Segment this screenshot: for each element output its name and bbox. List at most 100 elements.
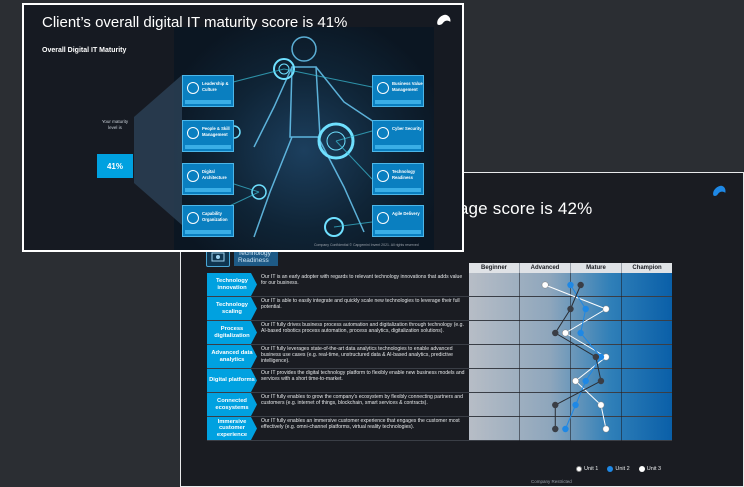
dimension-progress — [375, 188, 421, 192]
row-label: Technology scaling — [207, 297, 257, 320]
row-description: Our IT is an early adopter with regards … — [261, 274, 463, 287]
dimension-card: Technology Readiness — [372, 163, 424, 195]
unit2-score-point — [582, 377, 589, 385]
column-divider — [570, 273, 571, 441]
dimension-icon — [187, 82, 199, 94]
row-description: Our IT fully drives business process aut… — [261, 322, 464, 335]
unit3-score-point — [597, 377, 605, 385]
row-description: Our IT fully leverages state-of-the-art … — [261, 346, 453, 365]
legend: Unit 1 Unit 2 Unit 3 — [576, 466, 661, 472]
dimension-progress — [375, 100, 421, 104]
unit1-score-point — [561, 329, 569, 337]
unit2-score-point — [572, 401, 579, 409]
column-divider — [519, 273, 520, 441]
unit3-score-point — [592, 353, 600, 361]
dimension-label: Business Value Management — [392, 81, 423, 92]
dimension-label: Agile Delivery — [392, 211, 420, 216]
legend-unit1-marker-icon — [576, 466, 582, 472]
legend-item: Unit 1 — [576, 466, 598, 472]
maturity-score: 41% — [97, 154, 133, 178]
dimension-card: Agile Delivery — [372, 205, 424, 237]
row-label: Process digitalization — [207, 321, 257, 344]
slide-overall-maturity: Client’s overall digital IT maturity sco… — [22, 3, 464, 252]
legend-label: Unit 1 — [584, 466, 599, 472]
unit1-score-point — [597, 401, 605, 409]
slide-title: Client’s overall digital IT maturity sco… — [42, 14, 348, 31]
unit1-score-point — [541, 281, 549, 289]
dimension-icon — [377, 170, 389, 182]
column-header: Mature — [571, 263, 622, 273]
dimension-icon — [377, 212, 389, 224]
slide-title: rage score is 42% — [453, 199, 593, 218]
technology-readiness-icon — [206, 247, 230, 267]
unit1-score-point — [602, 425, 610, 433]
row-description: Our IT is able to easily integrate and q… — [261, 298, 460, 311]
brand-logo-icon — [713, 185, 726, 196]
row-label: Immersive customer experience — [207, 417, 257, 440]
legend-unit2-marker-icon — [607, 466, 614, 472]
footer-restricted: Company Restricted — [531, 479, 572, 484]
unit2-score-point — [567, 281, 574, 289]
unit2-score-point — [562, 425, 569, 433]
unit2-score-point — [597, 353, 605, 361]
unit3-score-point — [577, 281, 584, 289]
maturity-level-label: Your maturity level is — [101, 119, 129, 130]
dimension-card: Digital Architecture — [182, 163, 234, 195]
unit3-score-point — [567, 305, 574, 313]
dimension-card: People & Skill Management — [182, 120, 234, 152]
row-description: Our IT provides the digital technology p… — [261, 370, 465, 383]
funnel-shape — [134, 75, 182, 225]
unit3-score-point — [552, 425, 559, 433]
legend-label: Unit 2 — [615, 466, 630, 472]
unit2-score-point — [582, 305, 589, 313]
dimension-icon — [377, 82, 389, 94]
dimension-card: Cyber Security — [372, 120, 424, 152]
maturity-column-headers: Beginner Advanced Mature Champion — [469, 263, 672, 273]
dimension-label: People & Skill Management — [202, 126, 230, 137]
column-header: Champion — [632, 265, 662, 271]
slide-footer: Company Confidential © Capgemini Invent … — [314, 243, 419, 247]
dimension-progress — [185, 230, 231, 234]
dimension-icon — [187, 127, 199, 139]
dimension-icon — [187, 170, 199, 182]
row-label: Advanced data analytics — [207, 345, 257, 368]
dimension-progress — [375, 145, 421, 149]
dimension-progress — [185, 188, 231, 192]
dimension-label: Technology Readiness — [392, 169, 416, 180]
unit3-score-point — [552, 401, 559, 409]
legend-item: Unit 2 — [607, 466, 630, 472]
section-header: Technology Readiness — [206, 247, 278, 267]
column-header: Beginner — [469, 263, 520, 273]
dimension-label: Leadership & Culture — [202, 81, 229, 92]
column-header: Advanced — [520, 263, 571, 273]
section-label: Technology Readiness — [234, 248, 278, 266]
unit1-score-point — [572, 377, 580, 385]
legend-unit3-marker-icon — [638, 466, 645, 472]
legend-item: Unit 3 — [638, 466, 662, 472]
dimension-progress — [185, 100, 231, 104]
dimension-progress — [185, 145, 231, 149]
brand-logo-icon — [437, 14, 451, 25]
dimension-label: Digital Architecture — [202, 169, 227, 180]
row-label: Digital platforms — [207, 369, 257, 392]
unit2-score-point — [577, 329, 584, 337]
unit1-score-point — [602, 305, 610, 313]
dimension-card: Business Value Management — [372, 75, 424, 107]
dimension-card: Capability Organization — [182, 205, 234, 237]
dimension-card: Leadership & Culture — [182, 75, 234, 107]
slide-subtitle: Overall Digital IT Maturity — [42, 47, 127, 54]
row-label: Connected ecosystems — [207, 393, 257, 416]
row-description: Our IT fully enables to grow the company… — [261, 394, 463, 407]
row-label: Technology innovation — [207, 273, 257, 296]
dimension-icon — [377, 127, 389, 139]
legend-label: Unit 3 — [646, 466, 662, 472]
dimension-label: Capability Organization — [202, 211, 228, 222]
dimension-label: Cyber Security — [392, 126, 422, 131]
dimension-icon — [187, 212, 199, 224]
row-description: Our IT fully enables an immersive custom… — [261, 418, 460, 431]
unit-scores-plot — [541, 281, 610, 433]
unit3-score-point — [552, 329, 559, 337]
dimension-progress — [375, 230, 421, 234]
column-divider — [621, 273, 622, 441]
